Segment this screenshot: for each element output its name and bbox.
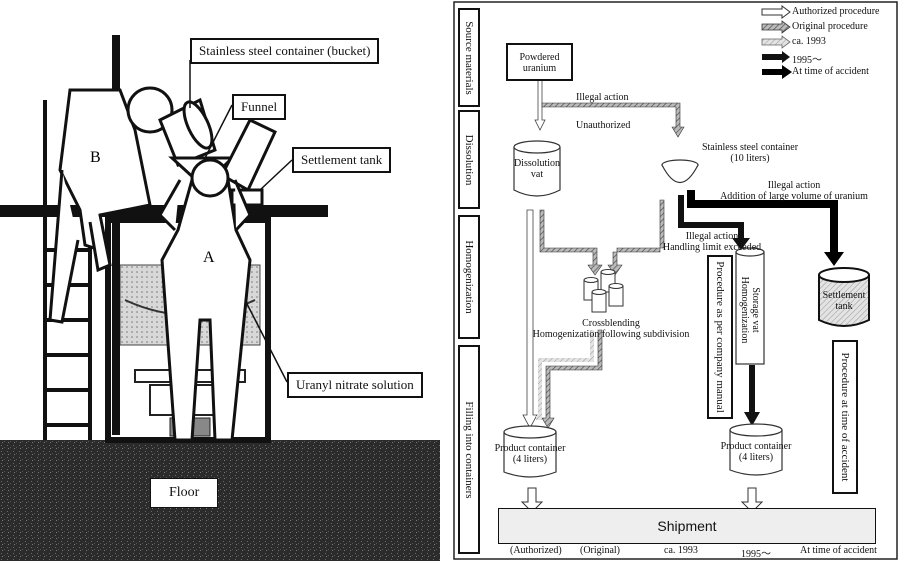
legend-original-procedure: Original procedure <box>792 21 868 32</box>
annotation-handling-limit-exceeded: Illegal action Handling limit exceeded <box>662 231 762 253</box>
callout-uranyl-nitrate: Uranyl nitrate solution <box>287 372 423 398</box>
worker-a <box>158 158 252 442</box>
stage-homogenization: Homogenization <box>458 215 480 339</box>
stage-source-materials: Source materials <box>458 8 480 107</box>
bottom-label-at-time-of-accident: At time of accident <box>800 545 877 556</box>
node-settlement-tank: Settlement tank <box>822 290 866 312</box>
bottom-label-ca-1993: ca. 1993 <box>664 545 698 556</box>
bottom-label-authorized: (Authorized) <box>510 545 562 556</box>
worker-illustration: B A <box>0 35 440 561</box>
legend-authorized-procedure: Authorized procedure <box>792 6 880 17</box>
stainless-steel-container-icon <box>661 159 699 183</box>
callout-leaders <box>189 60 293 383</box>
illustration-panel: B A Stainless steel container (bucket) <box>0 0 440 561</box>
node-crossblending: Crossblending Homogenization following s… <box>532 318 690 340</box>
bucket-icon <box>158 97 217 167</box>
dissolution-vat-icon <box>513 140 561 197</box>
annotation-unauthorized: Unauthorized <box>576 120 631 131</box>
bottom-label-1995: 1995～ <box>741 549 771 560</box>
procedure-company-manual-box: Procedure as per company manual <box>707 255 733 419</box>
worker-a-label: A <box>203 249 215 266</box>
worker-b-label: B <box>90 149 101 166</box>
annotation-illegal-action: Illegal action <box>576 92 629 103</box>
legend-ca-1993: ca. 1993 <box>792 36 826 47</box>
legend-at-time-of-accident: At time of accident <box>792 66 869 77</box>
legend-1995: 1995～ <box>792 55 822 66</box>
node-stainless-steel-container: Stainless steel container (10 liters) <box>701 142 799 164</box>
crossblending-cylinders-icon <box>583 269 624 313</box>
settlement-tank-icon <box>818 267 870 327</box>
product-container-2-icon <box>729 423 783 476</box>
node-dissolution-vat: Dissolution vat <box>513 158 561 180</box>
node-product-container-2: Product container (4 liters) <box>720 441 792 463</box>
stage-filling-into-containers: Filling into containers <box>458 345 480 554</box>
powdered-uranium-box <box>506 43 573 81</box>
shipment-bar: Shipment <box>498 508 876 544</box>
floor-label: Floor <box>150 478 219 508</box>
legend-arrows <box>761 5 792 79</box>
callout-funnel: Funnel <box>232 94 287 120</box>
callout-settlement-tank: Settlement tank <box>292 147 392 173</box>
floor-block <box>0 440 440 561</box>
procedure-time-of-accident-box: Procedure at time of accident <box>832 340 858 494</box>
bottom-label-original: (Original) <box>580 545 620 556</box>
annotation-addition-of-uranium: Illegal action Addition of large volume … <box>720 180 868 202</box>
stage-dissolution: Dissolution <box>458 110 480 209</box>
node-powdered-uranium: Powdered uranium <box>519 52 560 74</box>
product-container-1-icon <box>503 425 557 478</box>
storage-vat-icon <box>735 247 765 365</box>
callout-bucket: Stainless steel container (bucket) <box>190 38 380 64</box>
flow-diagram-panel: Source materials Dissolution Homogenizat… <box>452 0 899 561</box>
node-product-container-1: Product container (4 liters) <box>494 443 566 465</box>
flow-arrows <box>453 1 898 560</box>
